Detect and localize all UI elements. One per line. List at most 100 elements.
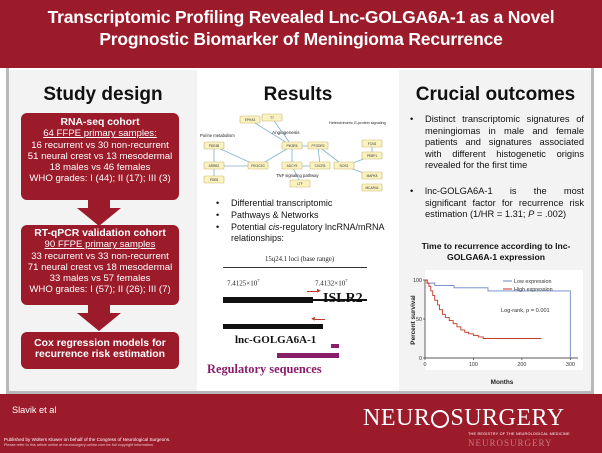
regulatory-mark [331, 344, 339, 348]
gene-lnc-label: lnc-GOLGA6A-1 [235, 334, 317, 346]
isl-gene-bar [223, 297, 313, 303]
locus-label: 15q24.1 loci (base range) [265, 256, 335, 263]
results-bullet-text: Potential [231, 222, 269, 232]
outcome-point: •Distinct transcriptomic signatures of m… [410, 114, 584, 171]
rnaseq-line: 51 neural crest vs 13 mesodermal [27, 150, 173, 162]
network-node: ADCY9 [287, 164, 298, 168]
footer: Slavik et al Published by Wolters Kluwer… [0, 394, 602, 453]
arrow-down-icon [77, 313, 121, 331]
journal-seal-icon [431, 410, 450, 428]
results-bullet-text: Differential transcriptomic [231, 198, 333, 208]
outcome-point-text: = .002) [534, 209, 567, 220]
results-heading: Results [263, 84, 333, 105]
network-node: PIK3R6 [287, 144, 298, 148]
network-node: PIK3C2G [251, 164, 265, 168]
km-y-tick-label: 50 [416, 317, 422, 323]
outcome-point-text: Distinct transcriptomic signatures of me… [425, 114, 584, 171]
arrow-down-icon [88, 305, 110, 315]
outcome-point: •lnc-GOLGA6A-1 is the most significant f… [410, 186, 584, 220]
network-node: FCN3 [368, 142, 377, 146]
outcome-point-text: lnc-GOLGA6A-1 is the most significant fa… [425, 186, 584, 220]
right-coordinate: 7.4132×107 [315, 278, 348, 288]
network-label: Heterotrimeric G-protein signaling [329, 121, 386, 125]
regulatory-mark [277, 353, 339, 358]
results-bullet-text: Pathways & Networks [231, 210, 319, 220]
reverse-strand-arrow-icon [315, 319, 325, 320]
arrow-down-icon [77, 208, 121, 226]
network-label: Purine metabolism [200, 133, 235, 138]
cox-regression-text: Cox regression models for recurrence ris… [34, 338, 166, 361]
network-node: EPHA3 [245, 118, 256, 122]
results-bullet: •Pathways & Networks [216, 210, 319, 220]
km-y-label: Percent survival [410, 295, 417, 345]
network-node: PEBP1 [367, 154, 378, 158]
arrow-down-icon [88, 200, 110, 210]
rnaseq-line: WHO grades: I (44); II (17); III (3) [29, 173, 171, 185]
results-bullet: •Potential cis-regulatory lncRNA/mRNA re… [216, 222, 385, 243]
study-design-heading: Study design [43, 84, 163, 105]
rtqpcr-line: WHO grades: I (57); II (26); III (7) [29, 284, 171, 296]
km-x-tick-label: 0 [424, 362, 427, 368]
outcome-point-em: P [528, 209, 535, 220]
publisher-note: Published by Wolters Kluwer on behalf of… [4, 437, 171, 442]
km-x-label: Months [491, 379, 514, 386]
rtqpcr-line: 33 recurrent vs 33 non-recurrent [31, 250, 169, 262]
arrow-right-icon: ▶ [317, 288, 321, 294]
km-y-tick-label: 0 [419, 356, 422, 362]
rnaseq-samples: 64 FFPE primary samples: [43, 128, 157, 140]
header-banner: Transcriptomic Profiling Revealed Lnc-GO… [0, 0, 602, 68]
journal-reflection: NEUROSURGERY [468, 438, 553, 448]
left-coordinate: 7.4125×107 [227, 278, 260, 288]
logrank-label: Log-rank, p = 0.001 [501, 308, 550, 314]
rnaseq-line: 16 recurrent vs 30 non-recurrent [31, 139, 169, 151]
km-x-tick-label: 100 [469, 362, 478, 368]
km-survival-chart: 100 50 00 100 200 300 Low expression High exp… [410, 270, 583, 386]
panel-border [6, 68, 594, 394]
journal-subtitle: THE REGISTRY OF THE NEUROLOGICAL MEDICIN… [468, 432, 570, 436]
network-node: NOS1 [340, 164, 349, 168]
network-label: TNF signaling pathway [276, 173, 319, 178]
arrow-left-icon: ◀ [311, 316, 315, 322]
network-node: PDE8 [210, 178, 219, 182]
locus-diagram: 15q24.1 loci (base range) 7.4125×107 7.4… [207, 256, 367, 384]
network-node: CXCR5 [315, 164, 326, 168]
rnaseq-cohort-box: RNA-seq cohort 64 FFPE primary samples: … [21, 113, 179, 200]
network-label: Angiogenesis [272, 130, 300, 135]
rtqpcr-cohort-box: RT-qPCR validation cohort 90 FFPE primar… [21, 225, 179, 305]
results-bullet: •Differential transcriptomic [216, 198, 333, 208]
cox-regression-box: Cox regression models for recurrence ris… [21, 332, 179, 369]
results-bullet-text: -regulatory lncRNA/mRNA relationships: [231, 222, 385, 243]
network-node: ARRB2 [209, 164, 220, 168]
km-x-tick-label: 300 [566, 362, 575, 368]
locus-axis [223, 267, 367, 268]
km-plot-area [425, 270, 583, 370]
network-node: LTF [297, 182, 302, 186]
outcomes-heading: Crucial outcomes [415, 84, 576, 105]
km-high-expression-curve [425, 279, 542, 339]
network-node: MAPK8 [367, 174, 378, 178]
page-title: Transcriptomic Profiling Revealed Lnc-GO… [47, 7, 555, 49]
network-node: MCAR44 [366, 186, 379, 190]
rtqpcr-title: RT-qPCR validation cohort [34, 228, 166, 239]
copyright-note: Please refer to this article online at n… [4, 443, 155, 447]
lnc-gene-bar [223, 324, 323, 329]
isl-gene-bar [313, 299, 367, 301]
km-low-expression-curve [425, 279, 571, 358]
rnaseq-line: 18 males vs 46 females [49, 162, 151, 174]
rtqpcr-line: 33 males vs 57 females [49, 273, 151, 285]
rtqpcr-samples: 90 FFPE primary samples [44, 239, 156, 251]
results-bullet-em: cis [268, 222, 280, 232]
network-node: T7 [270, 116, 274, 120]
regulatory-sequences-label: Regulatory sequences [207, 362, 322, 376]
rnaseq-title: RNA-seq cohort [60, 117, 140, 128]
km-title: Time to recurrence according to lnc-GOLG… [421, 241, 571, 262]
gene-isl2-label: ISLR2 [323, 291, 363, 306]
rtqpcr-line: 71 neural crest vs 18 mesodermal [27, 261, 173, 273]
network-node: PDE4B [209, 144, 219, 148]
legend-low-label: Low expression [514, 279, 551, 285]
author-credit: Slavik et al [12, 405, 57, 415]
km-y-tick-label: 100 [413, 278, 422, 284]
legend-high-label: High expression [514, 287, 553, 293]
km-x-tick-label: 200 [517, 362, 526, 368]
